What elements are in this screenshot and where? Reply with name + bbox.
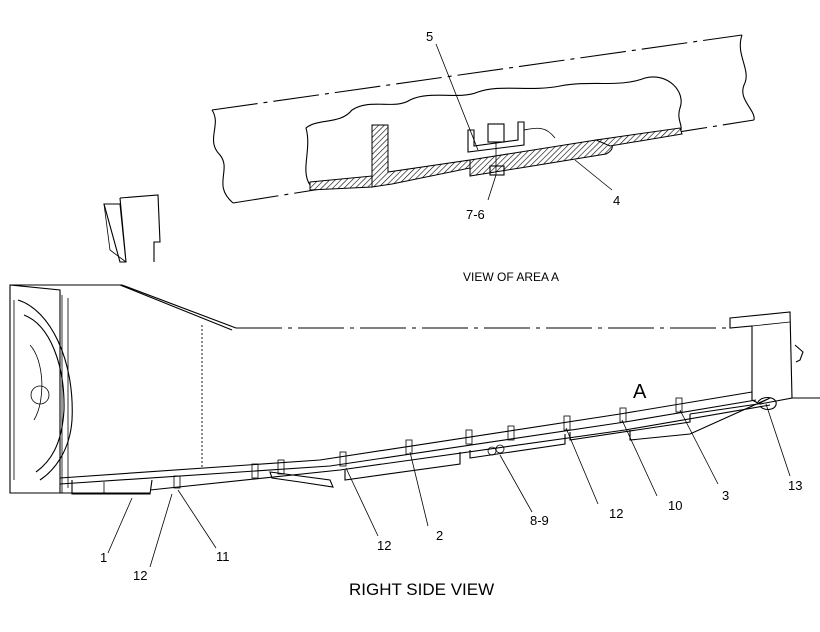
right-end-box xyxy=(729,311,793,405)
callout-3: 3 xyxy=(722,488,729,503)
detail-clip xyxy=(594,127,683,147)
callout-2: 2 xyxy=(436,528,443,543)
callout-8-9: 8-9 xyxy=(530,513,549,528)
callout-13: 13 xyxy=(788,478,802,493)
left-end-housing xyxy=(9,284,61,494)
callout-11: 11 xyxy=(216,549,230,564)
housing-top-edge xyxy=(10,284,237,329)
detail-plate-section xyxy=(469,139,613,177)
detail-panel-top-edge xyxy=(211,34,743,111)
detail-channel-bracket xyxy=(467,121,525,153)
detail-base-strip xyxy=(309,175,373,191)
callout-12-mid: 12 xyxy=(377,538,391,553)
detail-left-break-line xyxy=(211,109,234,204)
detail-nut xyxy=(489,165,505,176)
callout-10: 10 xyxy=(668,498,682,513)
rail-bolts xyxy=(173,397,683,489)
detail-break-outline xyxy=(305,76,682,186)
end-clip-13 xyxy=(757,396,777,411)
detail-angle-section xyxy=(371,124,471,188)
bottom-rail-upper xyxy=(59,391,753,479)
detail-caption: VIEW OF AREA A xyxy=(463,270,559,284)
bottom-rail-lower xyxy=(59,399,757,485)
right-angle-brace xyxy=(629,397,771,441)
detail-right-break-line xyxy=(739,34,755,121)
main-caption: RIGHT SIDE VIEW xyxy=(349,580,494,599)
scraper-plate-mid xyxy=(469,434,566,459)
area-a-marker: A xyxy=(633,381,647,403)
detail-view-area-a: 5 7-6 4 VIEW OF AREA A xyxy=(211,29,755,284)
bottom-skirt xyxy=(149,404,771,491)
detail-callout-4: 4 xyxy=(613,193,620,208)
scraper-plate-2 xyxy=(344,452,461,481)
left-bracket xyxy=(269,471,334,488)
detail-channel-spring xyxy=(523,127,556,139)
detail-callout-5: 5 xyxy=(426,29,433,44)
callout-1: 1 xyxy=(100,550,107,565)
detail-callout-7-6: 7-6 xyxy=(466,207,485,222)
left-foot-plate xyxy=(71,479,153,495)
detail-bolt-head xyxy=(487,123,505,143)
callout-12-right: 12 xyxy=(609,506,623,521)
callout-12-left: 12 xyxy=(133,568,147,583)
main-right-side-view: A 1 12 11 12 2 8-9 12 10 3 13 RIGHT SIDE… xyxy=(9,194,820,599)
